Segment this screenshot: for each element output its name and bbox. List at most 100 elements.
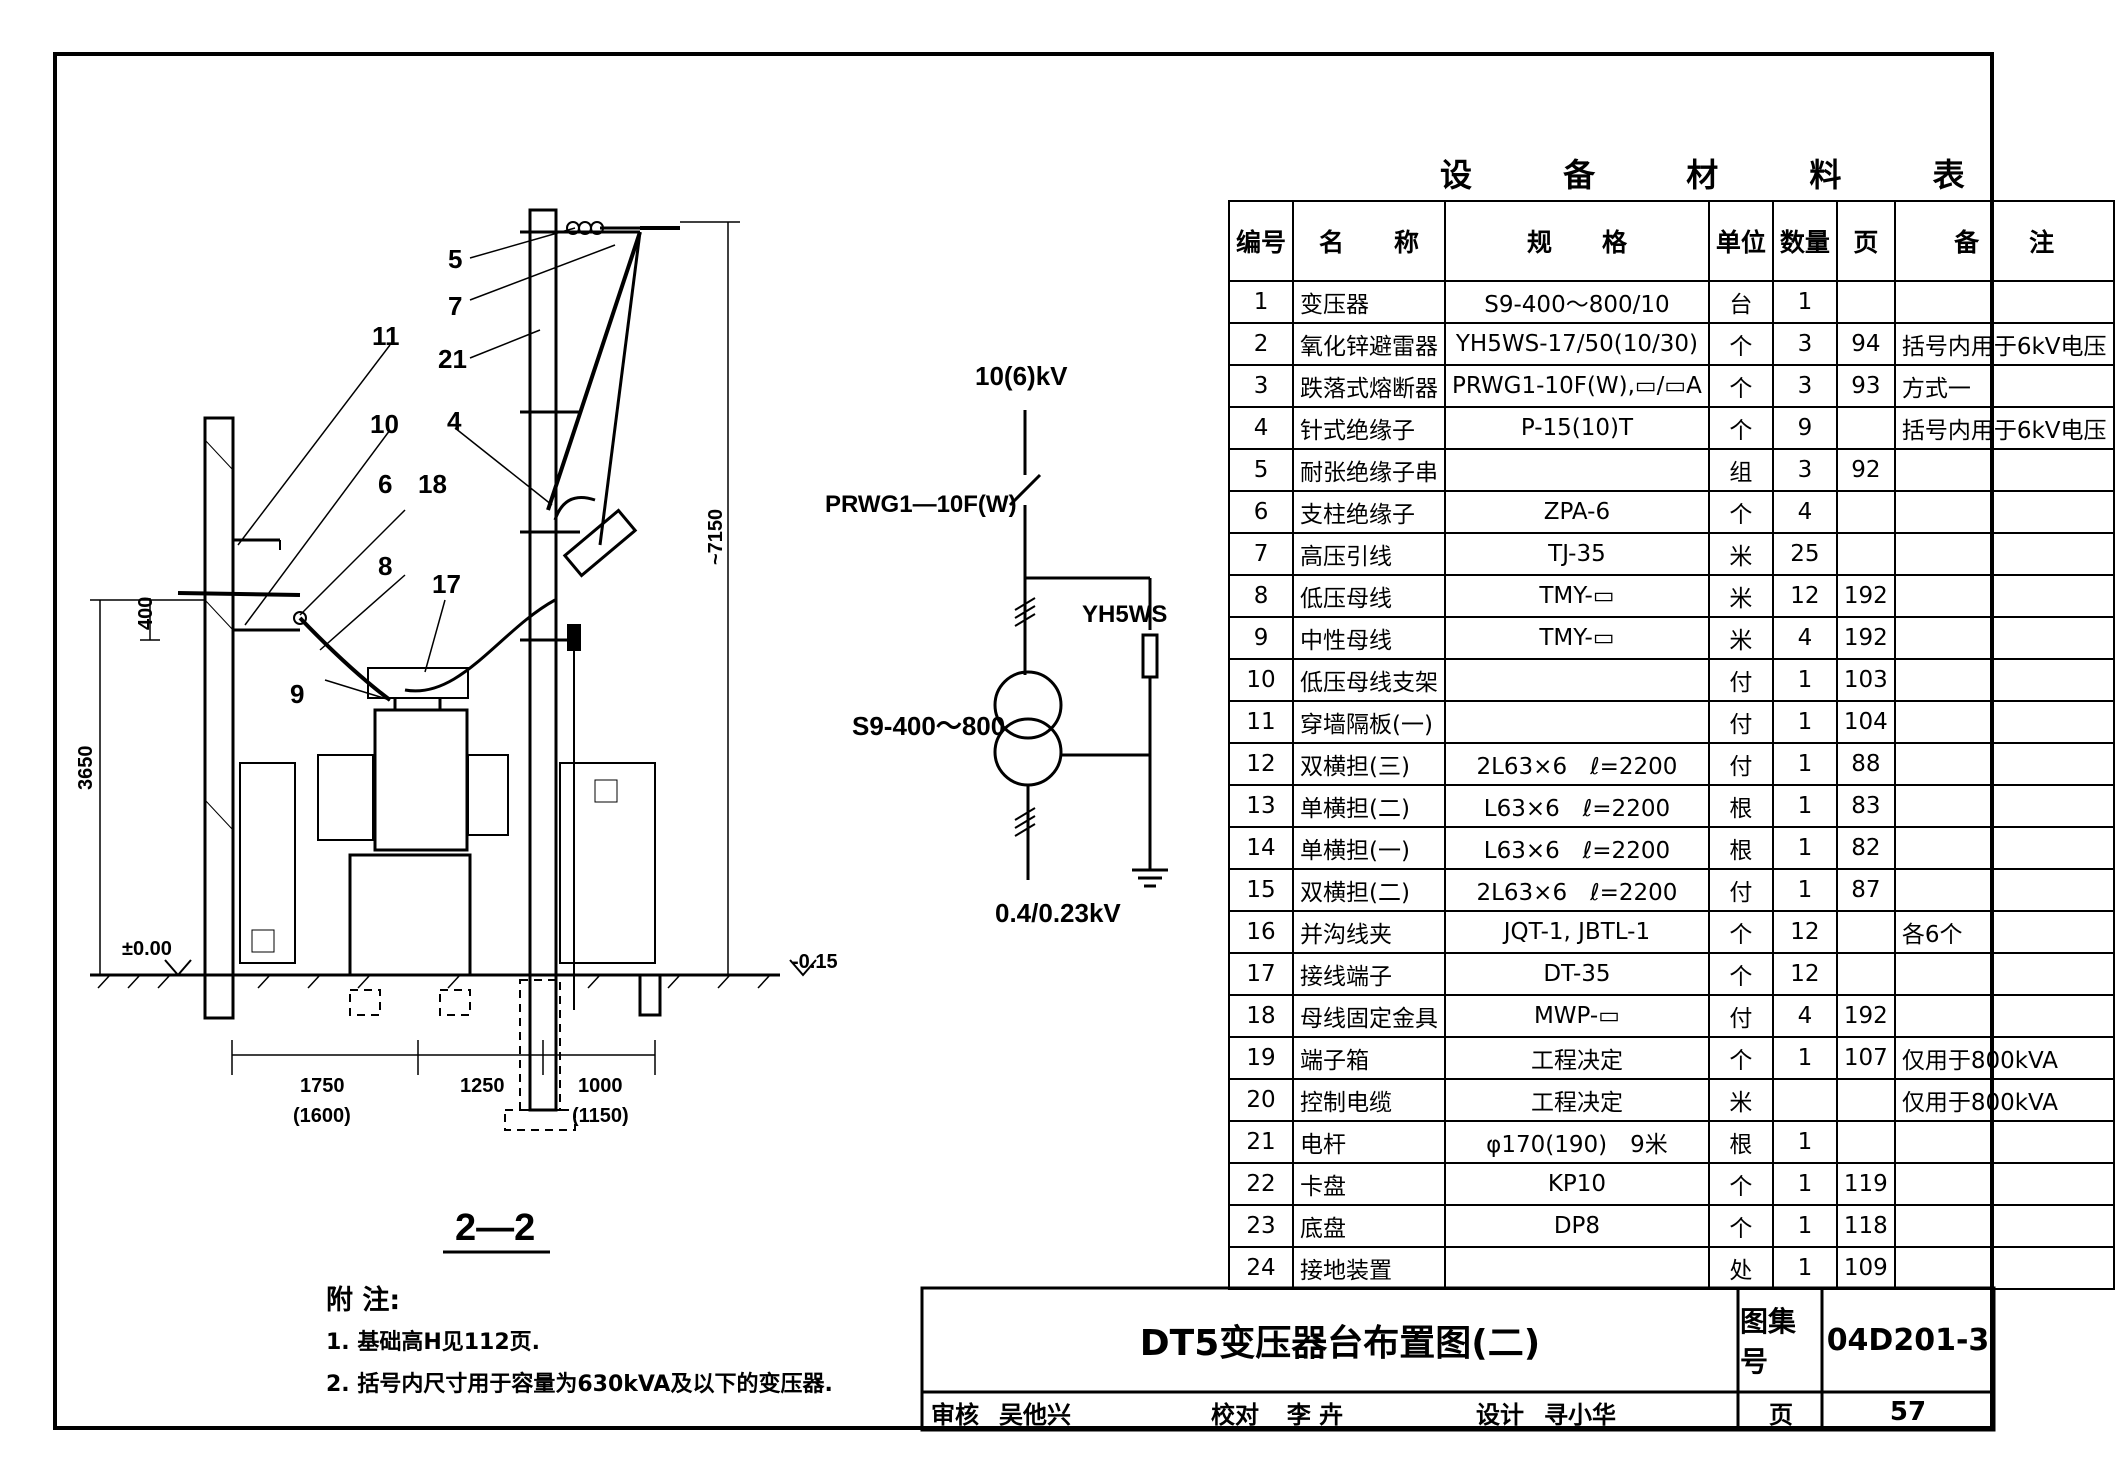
cell-spec: [1444, 658, 1710, 702]
cell-remark: [1893, 868, 2115, 912]
cell-page: 119: [1835, 1162, 1896, 1206]
dimension-lines: [90, 221, 817, 1075]
schematic-hv-voltage: 10(6)kV: [975, 361, 1068, 391]
cell-remark: [1893, 490, 2115, 534]
cell-name: 底盘: [1292, 1204, 1447, 1248]
cell-unit: 根: [1707, 784, 1774, 828]
cell-spec: DT-35: [1444, 952, 1710, 996]
dim-1600: (1600): [293, 1105, 351, 1127]
cell-unit: 个: [1707, 910, 1774, 954]
cell-name: 变压器: [1292, 280, 1447, 324]
cell-unit: 米: [1707, 532, 1774, 576]
cell-unit: 米: [1707, 616, 1774, 660]
cell-spec: TMY-▭: [1444, 574, 1710, 618]
cell-name: 耐张绝缘子串: [1292, 448, 1447, 492]
cell-qty: 1: [1771, 700, 1838, 744]
cell-page: 192: [1835, 994, 1896, 1038]
cell-qty: 1: [1771, 784, 1838, 828]
schematic-transformer-label: S9-400～800: [852, 711, 1005, 741]
col-page: 页: [1835, 200, 1896, 282]
cell-page: 192: [1835, 574, 1896, 618]
cell-qty: 1: [1771, 1036, 1838, 1080]
cell-spec: DP8: [1444, 1204, 1710, 1248]
cell-name: 支柱绝缘子: [1292, 490, 1447, 534]
schematic-lv-voltage: 0.4/0.23kV: [995, 898, 1121, 928]
cell-remark: [1893, 1246, 2115, 1290]
cell-remark: 仅用于800kVA: [1893, 1036, 2115, 1080]
hv-lead: [404, 598, 556, 693]
cell-qty: 3: [1771, 364, 1838, 408]
cell-page: [1835, 280, 1896, 324]
callout-5: 5: [448, 244, 462, 274]
cell-no: 17: [1227, 952, 1295, 996]
callout-leaders: [237, 227, 616, 701]
cell-no: 4: [1227, 406, 1295, 450]
cell-spec: TJ-35: [1444, 532, 1710, 576]
cell-page: 94: [1835, 322, 1896, 366]
cell-unit: 处: [1707, 1246, 1774, 1290]
col-no: 编号: [1227, 200, 1295, 282]
notes: 附 注: 1. 基础高H见112页. 2. 括号内尺寸用于容量为630kVA及以…: [326, 1280, 833, 1406]
col-name: 名 称: [1292, 200, 1447, 282]
cell-qty: 12: [1771, 910, 1838, 954]
page-label: 页: [1769, 1400, 1793, 1429]
cell-remark: [1893, 574, 2115, 618]
cell-page: [1835, 406, 1896, 450]
cell-spec: φ170(190) 9米: [1444, 1120, 1710, 1164]
pole-foundation: [349, 979, 576, 1131]
cell-page: [1835, 910, 1896, 954]
section-label: 2—2: [455, 1207, 535, 1249]
cell-page: 104: [1835, 700, 1896, 744]
cell-name: 接地装置: [1292, 1246, 1447, 1290]
cell-unit: 个: [1707, 406, 1774, 450]
table-header-row: 编号 名 称 规 格 单位 数量 页 备 注: [1227, 200, 2115, 282]
cell-qty: 12: [1771, 952, 1838, 996]
schematic-arrester-label: YH5WS: [1082, 601, 1167, 628]
cell-qty: 1: [1771, 1204, 1838, 1248]
cell-no: 6: [1227, 490, 1295, 534]
cell-remark: 括号内用于6kV电压: [1893, 406, 2115, 450]
cell-unit: 付: [1707, 742, 1774, 786]
cell-page: 109: [1835, 1246, 1896, 1290]
cell-remark: [1893, 280, 2115, 324]
cell-qty: [1771, 1078, 1838, 1122]
cell-page: 83: [1835, 784, 1896, 828]
cell-remark: [1893, 1120, 2115, 1164]
cell-no: 8: [1227, 574, 1295, 618]
cell-qty: 25: [1771, 532, 1838, 576]
cell-no: 13: [1227, 784, 1295, 828]
cell-remark: [1893, 700, 2115, 744]
cell-qty: 4: [1771, 994, 1838, 1038]
dim-400: 400: [135, 597, 157, 630]
cell-no: 24: [1227, 1246, 1295, 1290]
cell-name: 低压母线: [1292, 574, 1447, 618]
cell-unit: 付: [1707, 994, 1774, 1038]
callout-10: 10: [370, 409, 399, 439]
cell-page: [1835, 1120, 1896, 1164]
transformer: [317, 667, 509, 977]
cell-spec: YH5WS-17/50(10/30): [1444, 322, 1710, 366]
notes-heading: 附 注:: [326, 1285, 401, 1316]
cell-remark: [1893, 532, 2115, 576]
callout-18: 18: [418, 469, 447, 499]
cell-qty: 9: [1771, 406, 1838, 450]
cell-unit: 付: [1707, 700, 1774, 744]
cell-page: 92: [1835, 448, 1896, 492]
cell-qty: 1: [1771, 1246, 1838, 1290]
cell-remark: [1893, 616, 2115, 660]
cell-name: 母线固定金具: [1292, 994, 1447, 1038]
cell-name: 穿墙隔板(一): [1292, 700, 1447, 744]
dim-7150: ~7150: [705, 509, 727, 565]
